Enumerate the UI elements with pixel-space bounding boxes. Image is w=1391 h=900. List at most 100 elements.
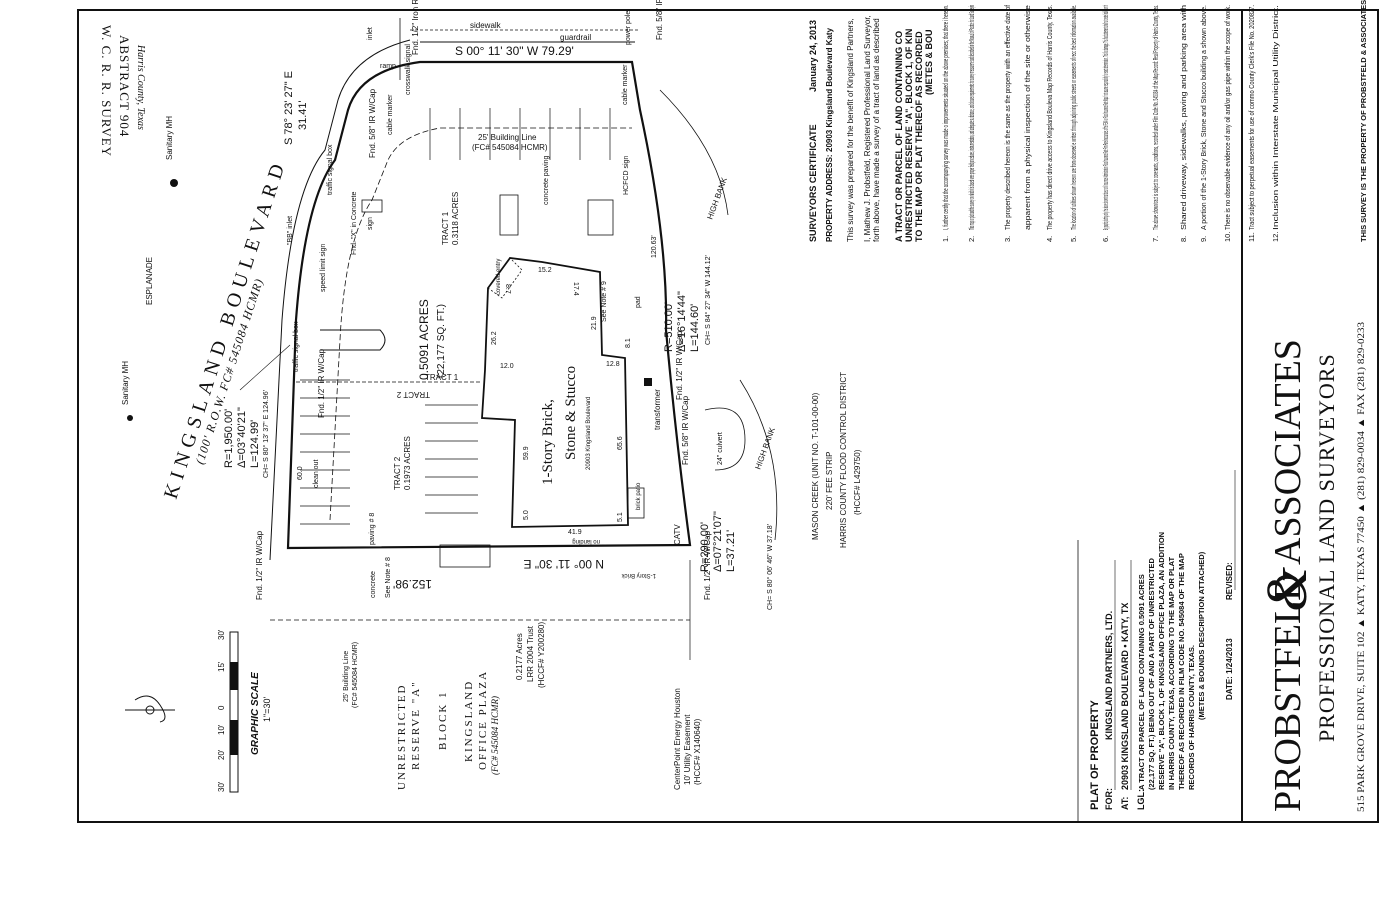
- clean-out: clean out: [313, 460, 320, 488]
- cert-item-11: Tract subject to perpetual easements for…: [1247, 5, 1256, 230]
- cert-item-4: The property has direct drive access to …: [1045, 5, 1054, 230]
- cert-date: January 24, 2013: [808, 20, 818, 92]
- cert-footer: THIS SURVEY IS THE PROPERTY OF PROBSTFEL…: [1359, 0, 1368, 242]
- cert-item-10-n: 10.: [1223, 232, 1232, 242]
- plat-title: PLAT OF PROPERTY: [1089, 700, 1101, 810]
- cert-item-12-n: 12.: [1271, 232, 1280, 242]
- esplanade-label: ESPLANADE: [145, 257, 154, 305]
- cert-prepared: This survey was prepared for the benefit…: [846, 18, 855, 242]
- scale-tick-3: 0: [217, 705, 226, 710]
- firm-subtitle: PROFESSIONAL LAND SURVEYORS: [1314, 353, 1339, 742]
- office-plaza-fc: (FC# 545084 HCMR): [490, 696, 500, 775]
- tract-label-1-rev: TRACT 2: [396, 390, 430, 399]
- curve-w-leader: [239, 344, 291, 391]
- cert-item-8: Shared driveway, sidewalks, paving and p…: [1179, 5, 1188, 230]
- cert-item-4-n: 4.: [1045, 236, 1054, 242]
- cable-marker-2: cable marker: [622, 64, 629, 105]
- dim-26: 26.2: [491, 331, 498, 345]
- sign-label: sign: [367, 217, 374, 230]
- dim-59: 59.9: [523, 446, 530, 460]
- curve-ne-ch: CH= S 84° 27' 34" W 144.12': [704, 255, 712, 345]
- unrestricted: UNRESTRICTED: [396, 684, 408, 791]
- curve-w-ch: CH= S 80° 13' 37" E 124.96': [262, 390, 270, 478]
- dim-41: 41.9: [568, 529, 582, 536]
- survey-note: W. C. R. R. SURVEY ABSTRACT 904 Harris C…: [99, 25, 146, 157]
- speed-limit-sign: speed limit sign: [320, 244, 327, 292]
- property-boundary: [286, 60, 692, 550]
- cert-item-7-n: 7.: [1151, 236, 1160, 242]
- cert-item-3: The property described hereon is the sam…: [1003, 4, 1012, 230]
- fnd-12-ir-wcap-w: Fnd. 1/2" IR W/Cap: [317, 348, 326, 418]
- cert-item-6-n: 6.: [1101, 236, 1110, 242]
- dim-8b: 8.1: [625, 338, 632, 348]
- sanitary-mh-top: Sanitary MH: [165, 116, 174, 160]
- hatch-area-2: [587, 199, 614, 236]
- dim-21: 21.9: [591, 316, 598, 330]
- utility-easement: 10' Utility Easement: [683, 714, 692, 785]
- cert-item-2-n: 2.: [967, 236, 976, 242]
- tract1-acres: 0.3118 ACRES: [451, 192, 460, 245]
- hccf-y200280: (HCCF# Y200280): [537, 622, 546, 688]
- pad-label: pad: [635, 296, 642, 308]
- dim-12b: 12.8: [606, 361, 620, 368]
- curve-w-r: R=1,950.00': [223, 409, 235, 468]
- hcfcd-label: HARRIS COUNTY FLOOD CONTROL DISTRICT: [839, 372, 848, 548]
- one-story-brick: 1-Story Brick: [621, 572, 656, 578]
- sanitary-mh-symbol-left: [127, 415, 133, 421]
- cert-item-9: A portion of the 1-Story Brick, Stone an…: [1199, 5, 1208, 230]
- power-pole-label: power pole: [625, 11, 632, 45]
- plat-date: DATE: 1/24/2013: [1225, 638, 1234, 700]
- dim-60: 60.0: [297, 466, 304, 480]
- cert-item-10: There is no observable evidence of any o…: [1223, 5, 1232, 230]
- plat-lgl-1: (22,177 SQ. FT.) BEING OUT OF AND A PART…: [1147, 557, 1156, 790]
- building-line-fc: (FC# 545084 HCMR): [472, 143, 548, 152]
- plat-lgl-label: LGL:: [1136, 789, 1146, 810]
- building-address: 20903 Kingsland Boulevard: [586, 397, 592, 470]
- drawing-area: W. C. R. R. SURVEY ABSTRACT 904 Harris C…: [99, 0, 862, 793]
- curve-w-d: Δ=03°40'21": [236, 407, 248, 468]
- fnd-12-ir-sw: Fnd. 1/2" IR W/Cap: [255, 530, 264, 600]
- cert-item-8-n: 8.: [1179, 236, 1188, 242]
- graphic-scale: GRAPHIC SCALE 1"=30' 30' 20' 10' 0 15' 3…: [217, 629, 272, 793]
- building-footprint: [481, 257, 629, 528]
- traffic-signal-box-w: traffic signal box: [293, 321, 300, 372]
- main-acres: 0.5091 ACRES: [417, 299, 431, 380]
- cert-item-2: This map or plat and the survey on which…: [967, 5, 976, 230]
- transformer: transformer: [653, 389, 662, 430]
- tract1-label: TRACT 1: [441, 211, 450, 245]
- plat-title-block: PLAT OF PROPERTY FOR: KINGSLAND PARTNERS…: [1077, 470, 1236, 822]
- cert-item-3b: apparent from a physical inspection of t…: [1023, 5, 1032, 230]
- curve-w-l: L=124.99': [249, 420, 261, 468]
- cert-item-11-n: 11.: [1247, 232, 1256, 242]
- brick-patio: brick patio: [636, 482, 642, 510]
- culvert: 24" culvert: [717, 432, 724, 465]
- reserve-a: RESERVE "A": [410, 680, 422, 770]
- hccf-x140640: (HCCF# X140640): [693, 718, 702, 785]
- high-bank-curve-bottom: [739, 379, 778, 541]
- building-line-w: 25' Building Line: [343, 651, 350, 702]
- plat-lgl-0: A TRACT OR PARCEL OF LAND CONTAINING 0.5…: [1137, 574, 1146, 790]
- cert-item-1: I, further certify that the accompanying…: [941, 5, 950, 230]
- hatched-sign-box: [361, 199, 383, 213]
- bearing-south: N 00° 11' 30" E: [523, 557, 604, 571]
- inlet-bb: "BB" inlet: [287, 216, 294, 245]
- building-line-label: 25' Building Line: [478, 133, 537, 142]
- covered-entry-label: covered entry: [496, 259, 502, 295]
- mason-creek: MASON CREEK (UNIT NO. T-101-00-00): [811, 392, 820, 540]
- building-line-w-fc: (FC# 545084 HCMR): [352, 642, 359, 708]
- fnd-58-ir-east: Fnd. 5/8" IR W/Cap: [681, 395, 690, 465]
- plat-for-label: FOR:: [1104, 788, 1114, 810]
- tract-label-1: TRACT 1: [425, 373, 459, 382]
- guardrail-label: guardrail: [560, 33, 591, 42]
- graphic-scale-label: GRAPHIC SCALE: [250, 672, 261, 755]
- fnd-x-concrete: Fnd. "X" in Concrete: [351, 192, 358, 255]
- dim-17: 17.4: [572, 282, 579, 296]
- dist-ne: 31.41': [297, 100, 309, 130]
- dim-65: 65.6: [617, 436, 624, 450]
- dim-5: 5.0: [523, 510, 530, 520]
- curve-ne-d: Δ=16°14'44": [676, 291, 688, 352]
- building-name-2: Stone & Stucco: [563, 366, 579, 460]
- no-landing: no landing: [572, 538, 600, 544]
- high-bank-top: HIGH BANK: [705, 176, 729, 221]
- plat-lgl-6: (METES & BOUNDS DESCRIPTION ATTACHED): [1197, 551, 1206, 720]
